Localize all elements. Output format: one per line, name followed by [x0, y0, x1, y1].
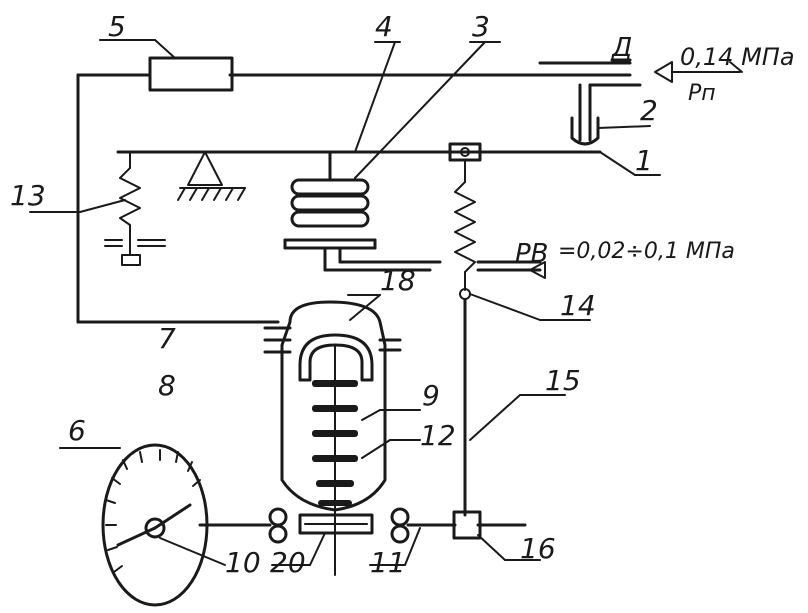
label-1: 1	[635, 144, 653, 177]
internal-spring-12	[312, 344, 421, 576]
label-9: 9	[422, 379, 440, 412]
feedback-assembly	[448, 142, 591, 517]
drive-assembly	[198, 507, 527, 566]
label-5: 5	[108, 10, 126, 43]
element-5-box	[148, 56, 234, 92]
output-line	[323, 246, 542, 272]
nozzle-2	[570, 116, 651, 146]
label-16: 16	[520, 532, 556, 565]
label-11: 11	[370, 546, 406, 579]
label-output-symbol: PВ	[515, 239, 549, 269]
label-supply-symbol: Pп	[688, 81, 716, 106]
block-16	[452, 510, 541, 561]
pivot-support	[177, 151, 246, 201]
label-12: 12	[420, 419, 456, 452]
feedback-line-13	[76, 73, 280, 324]
label-18: 18	[380, 264, 416, 297]
label-2: 2	[640, 94, 658, 127]
thermal-chamber-18	[263, 294, 402, 512]
label-10: 10	[225, 546, 261, 579]
bellows-3	[283, 150, 377, 250]
adjust-spring-13	[29, 151, 166, 266]
supply-arrow	[654, 61, 743, 83]
gauge-6	[59, 443, 226, 607]
label-3: 3	[472, 10, 490, 43]
lever-1	[116, 150, 661, 176]
label-d: Д	[611, 33, 632, 63]
callout-labels: 5 4 3 Д 0,14 МПа Pп 2 1 13 PВ =0,02÷0,1 …	[10, 10, 795, 579]
label-6: 6	[68, 414, 86, 447]
label-14: 14	[560, 289, 596, 322]
label-8: 8	[158, 369, 176, 402]
supply-line	[228, 58, 642, 142]
label-13: 13	[10, 179, 46, 212]
label-7: 7	[158, 322, 176, 355]
label-output-range: =0,02÷0,1 МПа	[558, 239, 735, 264]
label-15: 15	[545, 364, 581, 397]
label-4: 4	[375, 10, 393, 43]
label-20: 20	[270, 546, 306, 579]
label-supply-pressure: 0,14 МПа	[680, 43, 795, 71]
